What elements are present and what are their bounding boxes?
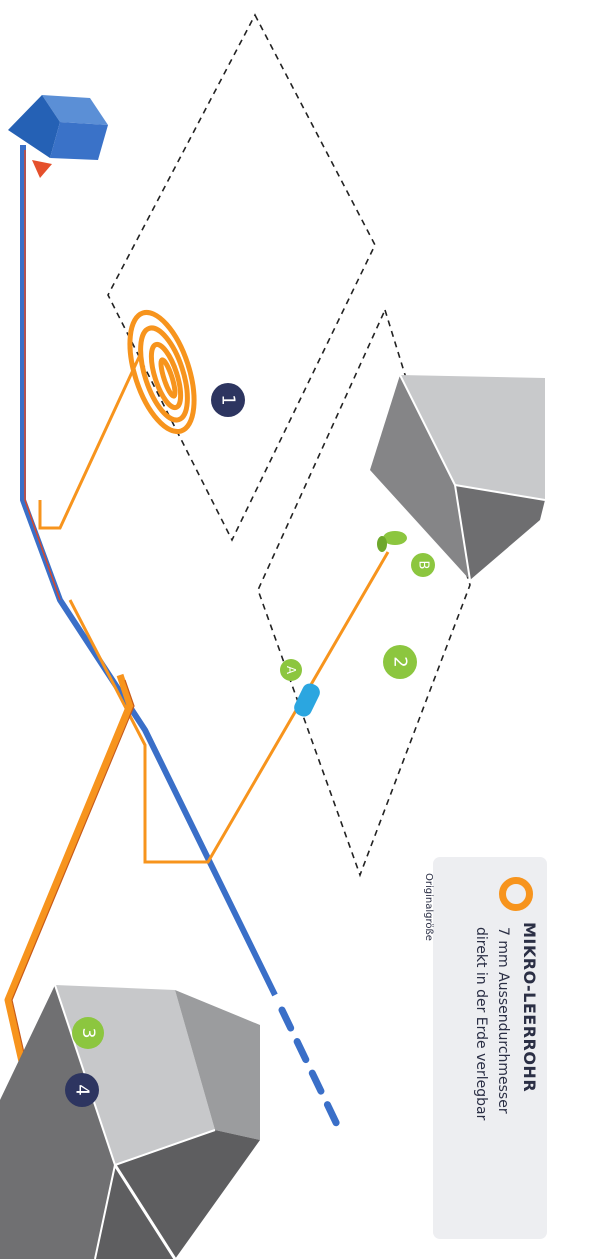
legend-title: MIKRO-LEERROHR — [520, 922, 539, 1093]
legend-burial-text: direkt in der Erde verlegbar — [473, 927, 489, 1121]
svg-text:B: B — [416, 561, 431, 570]
badge-a: A — [280, 659, 302, 681]
badge-2: 2 — [383, 645, 417, 679]
main-blue-pipe — [20, 145, 346, 1139]
house-3-building — [0, 984, 260, 1259]
svg-text:3: 3 — [78, 1028, 98, 1039]
svg-text:A: A — [284, 666, 298, 675]
distribution-box — [8, 95, 108, 178]
duct-coupler — [294, 683, 320, 717]
legend-note-wrapper: Originalgröße — [420, 873, 434, 993]
badge-4: 4 — [65, 1073, 99, 1107]
duct-ring-icon — [499, 877, 533, 911]
badge-1: 1 — [211, 383, 245, 417]
house-connector — [377, 531, 407, 552]
zone-1-outline — [107, 13, 376, 542]
svg-text:2: 2 — [390, 656, 411, 667]
legend-card-content: MIKRO-LEERROHR 7 mm Aussendurchmesser di… — [433, 857, 547, 1239]
svg-text:4: 4 — [72, 1084, 93, 1095]
micro-duct-to-house-2 — [68, 551, 390, 864]
house-2-building — [370, 374, 546, 581]
micro-duct-to-coil — [38, 354, 142, 530]
micro-duct-bundle-to-house-3 — [4, 673, 135, 1076]
svg-text:1: 1 — [218, 394, 239, 405]
badge-3: 3 — [72, 1017, 104, 1049]
legend-diameter-text: 7 mm Aussendurchmesser — [495, 927, 511, 1114]
duct-coil — [127, 309, 197, 435]
legend-card: MIKRO-LEERROHR 7 mm Aussendurchmesser di… — [433, 857, 547, 1239]
badge-b: B — [411, 553, 435, 577]
legend-original-size-note: Originalgröße — [423, 873, 434, 941]
